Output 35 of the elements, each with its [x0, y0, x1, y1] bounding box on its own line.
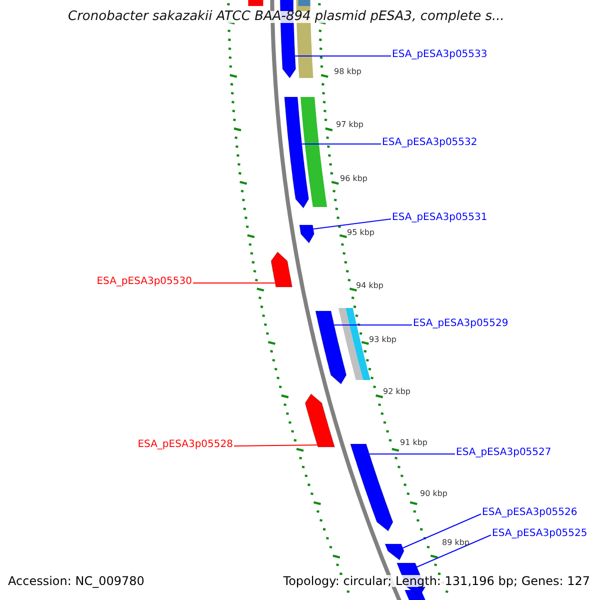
- scale-label: 93 kbp: [369, 334, 397, 346]
- gene-label: ESA_pESA3p05533: [392, 49, 488, 61]
- gene-label: ESA_pESA3p05526: [482, 507, 578, 519]
- gene-feature: [304, 394, 336, 448]
- gene-feature: [270, 252, 293, 288]
- scale-label: 91 kbp: [400, 437, 428, 449]
- scale-label: 97 kbp: [336, 119, 364, 131]
- scale-label: 96 kbp: [340, 173, 368, 185]
- leader-line: [334, 324, 412, 326]
- scale-label: 98 kbp: [334, 66, 362, 78]
- gene-label: ESA_pESA3p05528: [138, 439, 233, 451]
- leader-line: [192, 282, 276, 284]
- gene-label: ESA_pESA3p05529: [413, 318, 508, 330]
- leader-line: [234, 444, 318, 446]
- gene-label: ESA_pESA3p05530: [96, 276, 192, 288]
- gene-feature: [384, 544, 404, 560]
- gene-label: ESA_pESA3p05532: [382, 137, 478, 149]
- scale-label: 95 kbp: [347, 227, 375, 239]
- topology-label: Topology: circular; Length: 131,196 bp; Genes: 127: [283, 575, 590, 587]
- gene-label: ESA_pESA3p05527: [456, 447, 552, 459]
- leader-line: [416, 534, 492, 568]
- map-title: Cronobacter sakazakii ATCC BAA-894 plasmid pESA3, complete s...: [68, 11, 504, 23]
- gene-feature: [350, 444, 394, 532]
- leader-line: [402, 514, 482, 548]
- gene-feature: [315, 310, 347, 384]
- scale-label: 94 kbp: [356, 280, 384, 292]
- accession-label: Accession: NC_009780: [8, 575, 144, 587]
- scale-label: 89 kbp: [442, 537, 470, 549]
- gene-feature: [299, 224, 314, 244]
- gene-label: ESA_pESA3p05525: [492, 528, 588, 540]
- scale-label: 92 kbp: [383, 386, 411, 398]
- scale-label: 90 kbp: [420, 488, 448, 500]
- gene-feature: [284, 96, 310, 209]
- leader-line: [312, 218, 392, 230]
- gene-label: ESA_pESA3p05531: [392, 212, 488, 224]
